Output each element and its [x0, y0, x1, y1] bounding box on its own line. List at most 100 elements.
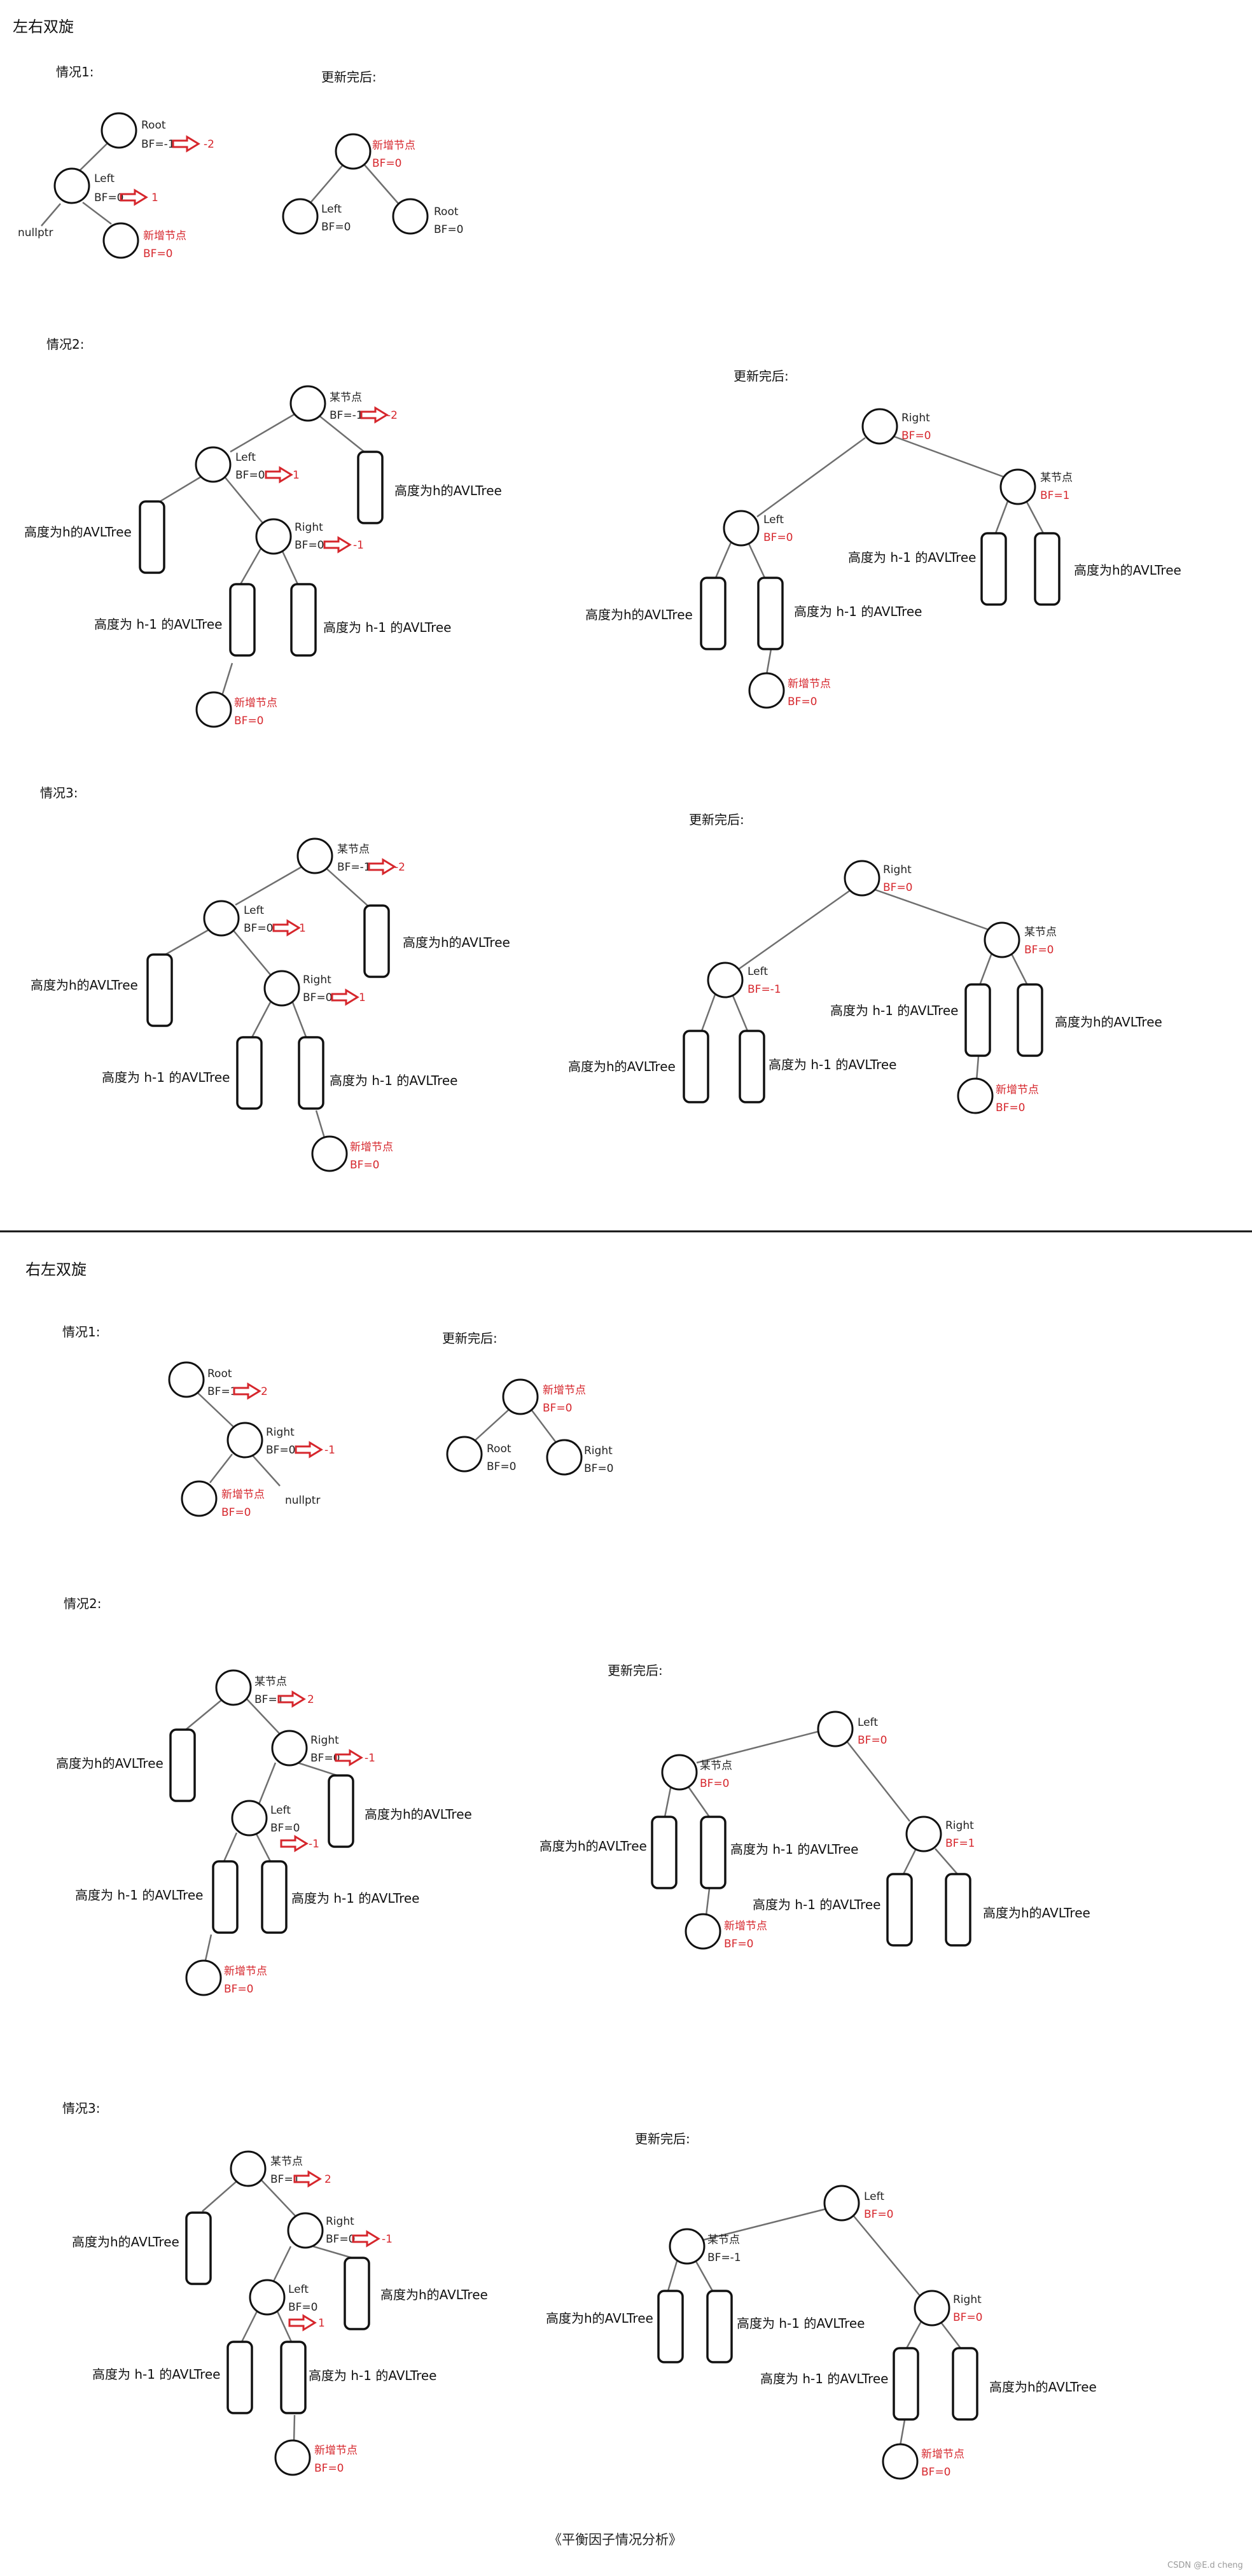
- label-some: 某节点: [337, 843, 370, 856]
- bf-left: BF=-1: [748, 983, 781, 996]
- label-newnode: 新增节点: [724, 1920, 767, 1933]
- label-newnode: 新增节点: [788, 678, 831, 690]
- label-left: Left: [864, 2190, 884, 2203]
- label-some: 某节点: [1024, 926, 1057, 939]
- label-root: Root: [434, 206, 459, 218]
- bf-left: BF=0: [858, 1734, 887, 1747]
- rl-case3-nodes: [230, 2150, 324, 2476]
- lr-case2-after-label: 更新完后:: [734, 368, 789, 384]
- subtree-h: [344, 2257, 370, 2330]
- section-title-rl: 右左双旋: [25, 1261, 87, 1278]
- node-new: [748, 672, 785, 709]
- arrow-icon: [288, 2314, 316, 2331]
- bf-right: BF=0: [266, 1444, 296, 1457]
- bf-left: BF=0: [864, 2208, 894, 2221]
- bf-newnode: BF=0: [788, 696, 817, 708]
- node-right: [271, 1730, 308, 1767]
- arrow-icon: [120, 189, 148, 206]
- node-left: [707, 962, 744, 998]
- node-some: [296, 837, 333, 874]
- subtree-h: [185, 2211, 212, 2285]
- node-new: [957, 1077, 994, 1114]
- bf-new-left: 1: [293, 469, 300, 482]
- lr-case2-after-edges: [714, 434, 1045, 675]
- bf-new-left: -1: [309, 1838, 319, 1851]
- bf-some: BF=-1: [337, 861, 371, 874]
- node-left: [203, 900, 240, 937]
- bf-some: BF=-1: [707, 2251, 741, 2264]
- lr-case1-label: 情况1:: [56, 64, 94, 80]
- label-left: Left: [94, 172, 115, 185]
- arrow-icon: [272, 920, 300, 936]
- arrow-icon: [360, 407, 388, 423]
- rl-case3-subtrees: [185, 2211, 370, 2414]
- bf-right: BF=0: [326, 2233, 356, 2246]
- bf-new-left: 1: [151, 192, 158, 204]
- subtree-h1: [893, 2347, 919, 2421]
- subtree-h1: [739, 1030, 765, 1103]
- label-subtree-h: 高度为h的AVLTree: [568, 1059, 676, 1074]
- rl-case1-edges: [197, 1392, 281, 1487]
- rl-case2-edges: [185, 1698, 338, 1964]
- subtree-h1: [700, 1816, 727, 1889]
- rl-case1-label: 情况1:: [62, 1324, 100, 1340]
- rl-case1-after-nodes: [446, 1378, 583, 1476]
- subtree-h: [657, 2290, 684, 2363]
- node-left: [53, 167, 90, 204]
- bf-new-some: -2: [387, 409, 398, 422]
- bf-some: BF=-1: [330, 409, 363, 422]
- bf-new-left: 1: [299, 922, 306, 935]
- subtree-h1: [964, 983, 991, 1057]
- node-left: [249, 2279, 286, 2316]
- label-subtree-h1: 高度为 h-1 的AVLTree: [291, 1891, 419, 1906]
- bf-right: BF=1: [945, 1837, 975, 1850]
- label-root: Root: [207, 1368, 232, 1380]
- label-some: 某节点: [330, 391, 362, 404]
- bf-root: BF=1: [207, 1385, 237, 1398]
- bf-right: BF=0: [584, 1462, 614, 1475]
- label-subtree-h: 高度为h的AVLTree: [1055, 1014, 1162, 1030]
- bf-left: BF=0: [763, 531, 793, 544]
- lr-case1-after-label: 更新完后:: [321, 69, 377, 85]
- node-right: [905, 1816, 942, 1852]
- figure-caption: 《平衡因子情况分析》: [548, 2532, 682, 2547]
- label-right: Right: [326, 2215, 354, 2228]
- label-right: Right: [295, 521, 323, 534]
- bf-newnode: BF=0: [224, 1983, 254, 1996]
- rl-case2-after-nodes: [661, 1711, 942, 1950]
- subtree-h1: [886, 1873, 913, 1947]
- subtree-h1: [226, 2341, 253, 2414]
- bf-new-right: 1: [359, 991, 366, 1004]
- subtree-h1: [212, 1860, 239, 1934]
- label-left: Left: [270, 1804, 291, 1817]
- bf-left: BF=0: [244, 922, 274, 935]
- bf-newnode: BF=0: [921, 2466, 951, 2479]
- bf-new-right: -1: [382, 2233, 393, 2246]
- node-some: [230, 2150, 267, 2187]
- label-subtree-h: 高度为h的AVLTree: [989, 2379, 1097, 2395]
- bf-left: BF=0: [288, 2301, 318, 2314]
- label-newnode: 新增节点: [143, 230, 186, 242]
- label-subtree-h: 高度为h的AVLTree: [31, 977, 138, 993]
- subtree-h1: [261, 1860, 288, 1934]
- bf-newnode: BF=0: [314, 2462, 344, 2475]
- subtree-h: [1034, 532, 1061, 606]
- bf-new-some: 2: [324, 2173, 331, 2186]
- label-right: Right: [945, 1819, 974, 1832]
- node-new: [502, 1378, 539, 1415]
- label-right: Right: [953, 2293, 982, 2306]
- node-right: [263, 970, 300, 1007]
- bf-right: BF=0: [901, 430, 931, 442]
- label-subtree-h: 高度为h的AVLTree: [380, 2287, 488, 2302]
- node-new: [311, 1135, 348, 1172]
- label-newnode: 新增节点: [996, 1084, 1039, 1096]
- bf-newnode: BF=0: [350, 1159, 380, 1172]
- bf-left: BF=0: [235, 469, 265, 482]
- label-left: Left: [858, 1716, 878, 1729]
- label-right: Right: [901, 412, 930, 424]
- lr-case3-after-subtrees: [683, 983, 1043, 1103]
- subtree-h: [146, 953, 173, 1027]
- bf-some: BF=1: [254, 1693, 284, 1706]
- bf-newnode: BF=0: [221, 1506, 251, 1519]
- label-subtree-h1: 高度为 h-1 的AVLTree: [769, 1057, 896, 1072]
